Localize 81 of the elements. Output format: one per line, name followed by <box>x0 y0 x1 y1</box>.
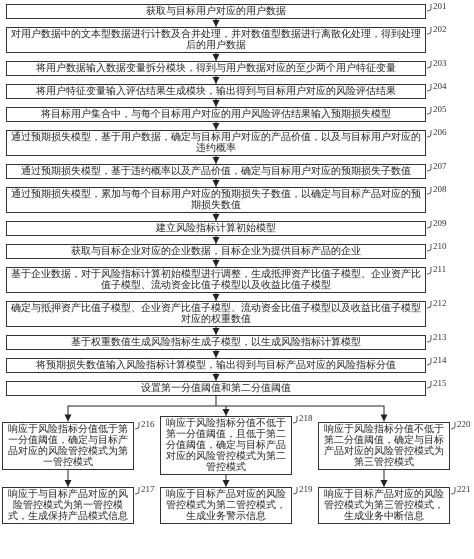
step-text: 响应于风险指标分值低于第一分值阈值，确定与目标产品对应的风险管控模式为第一管控模式 <box>8 424 128 468</box>
step-text: 对用户数据中的文本型数据进行计数及合并处理，并对数值型数据进行离散化处理，得到处理后的用户数据 <box>11 29 421 51</box>
process-box <box>6 244 426 259</box>
step-number: 201 <box>426 1 448 11</box>
arrow <box>222 474 230 488</box>
step-text: 响应于目标产品对应的风险管控模式为第三管控模式，生成业务中断信息 <box>324 489 444 522</box>
step-text: 通过预期损失模型，累加与每个目标用户对应的预期损失子数值，以确定与目标产品对应的预期损失数值 <box>11 189 421 211</box>
step-number: 215 <box>426 378 448 388</box>
step-text: 设置第一分值阈值和第二分值阈值 <box>141 383 291 394</box>
step-text: 响应于风险指标分值不低于第一分值阈值，且低于第二分值阈值，确定与目标产品对应的风险管控模式为第二管控模式 <box>166 418 286 473</box>
process-box <box>6 335 426 350</box>
step-number: 221 <box>450 484 472 494</box>
step-number: 219 <box>292 484 314 494</box>
arrow <box>212 326 220 336</box>
step-text: 响应于风险指标分值不低于第二分值阈值，确定与目标产品对应的风险管控模式为第三管控模式 <box>324 424 444 468</box>
arrow <box>212 372 220 382</box>
process-box <box>6 130 426 156</box>
step-number: 216 <box>134 418 156 428</box>
arrow <box>216 396 388 422</box>
step-number: 218 <box>292 413 314 423</box>
step-number: 204 <box>426 81 448 91</box>
step-number: 202 <box>426 24 448 34</box>
step-text: 获取与目标企业对应的企业数据，目标企业为提供目标产品的企业 <box>71 246 361 257</box>
step-text: 确定与抵押资产比值子模型、企业资产比值子模型、流动资金比值子模型以及收益比值子模型对应的权重数值 <box>11 303 421 325</box>
process-box <box>160 487 292 524</box>
arrow <box>212 178 220 188</box>
step-text: 将目标用户集合中，与每个目标用户对应的用户风险评估结果输入预期损失模型 <box>41 109 391 120</box>
step-text: 获取与目标用户对应的用户数据 <box>146 6 286 17</box>
step-number: 210 <box>426 241 448 251</box>
step-text: 通过预期损失模型，基于违约概率以及产品价值，确定与目标用户对应的预期损失子数值 <box>21 166 411 177</box>
step-number: 209 <box>426 218 448 228</box>
process-box <box>6 61 426 76</box>
arrow <box>64 469 72 488</box>
step-number: 217 <box>134 484 156 494</box>
arrow <box>212 156 220 164</box>
arrow <box>212 292 220 302</box>
step-number: 214 <box>426 355 448 365</box>
step-text: 将预期损失数值输入风险指标计算模型，输出得到与目标产品对应的风险指标分值 <box>36 360 396 371</box>
arrow <box>212 76 220 84</box>
step-number: 212 <box>426 298 448 308</box>
step-text: 基于权重数值生成风险指标生成子模型，以生成风险指标计算模型 <box>71 337 361 348</box>
step-number: 211 <box>426 264 448 274</box>
process-box <box>2 487 134 524</box>
process-box <box>6 164 426 179</box>
step-number: 206 <box>426 127 448 137</box>
step-text: 响应于目标产品对应的风险管控模式为第二管控模式，生成业务警示信息 <box>166 489 286 522</box>
process-box <box>6 301 426 327</box>
step-text: 响应于与目标产品对应的风险管控模式为第一管控模式，生成保持产品模式信息 <box>8 489 128 522</box>
arrow <box>380 469 388 488</box>
process-box <box>6 381 426 396</box>
step-number: 220 <box>450 418 472 428</box>
arrow <box>212 122 220 130</box>
step-number: 205 <box>426 104 448 114</box>
process-box <box>6 358 426 373</box>
process-box <box>318 487 450 524</box>
step-number: 203 <box>426 58 448 68</box>
step-text: 将用户特征变量输入评估结果生成模块，输出得到与目标用户对应的风险评估结果 <box>36 86 396 97</box>
process-box <box>2 422 134 470</box>
process-box <box>6 84 426 99</box>
process-box <box>160 416 292 475</box>
process-box <box>6 107 426 122</box>
step-text: 将用户数据输入数据变量拆分模块，得到与用户数据对应的至少两个用户特征变量 <box>36 63 396 74</box>
process-box <box>6 27 426 53</box>
step-number: 208 <box>426 184 448 194</box>
process-box <box>318 422 450 470</box>
arrow <box>212 18 220 28</box>
process-box <box>6 221 426 236</box>
process-box <box>6 4 426 19</box>
process-box <box>6 187 426 213</box>
step-text: 基于企业数据，对于风险指标计算初始模型进行调整，生成抵押资产比值子模型、企业资产比值子模型、流动资金比值子模型以及收益比值子模型 <box>11 269 421 291</box>
arrow <box>212 52 220 62</box>
arrow <box>212 212 220 222</box>
arrow <box>212 258 220 268</box>
step-text: 通过预期损失模型，基于用户数据，确定与目标用户对应的产品价值，以及与目标用户对应的违约概率 <box>11 132 421 154</box>
step-number: 213 <box>426 332 448 342</box>
arrow <box>212 236 220 244</box>
arrow <box>212 98 220 108</box>
arrow <box>212 350 220 358</box>
step-number: 207 <box>426 161 448 171</box>
step-text: 建立风险指标计算初始模型 <box>156 223 276 234</box>
process-box <box>6 267 426 293</box>
